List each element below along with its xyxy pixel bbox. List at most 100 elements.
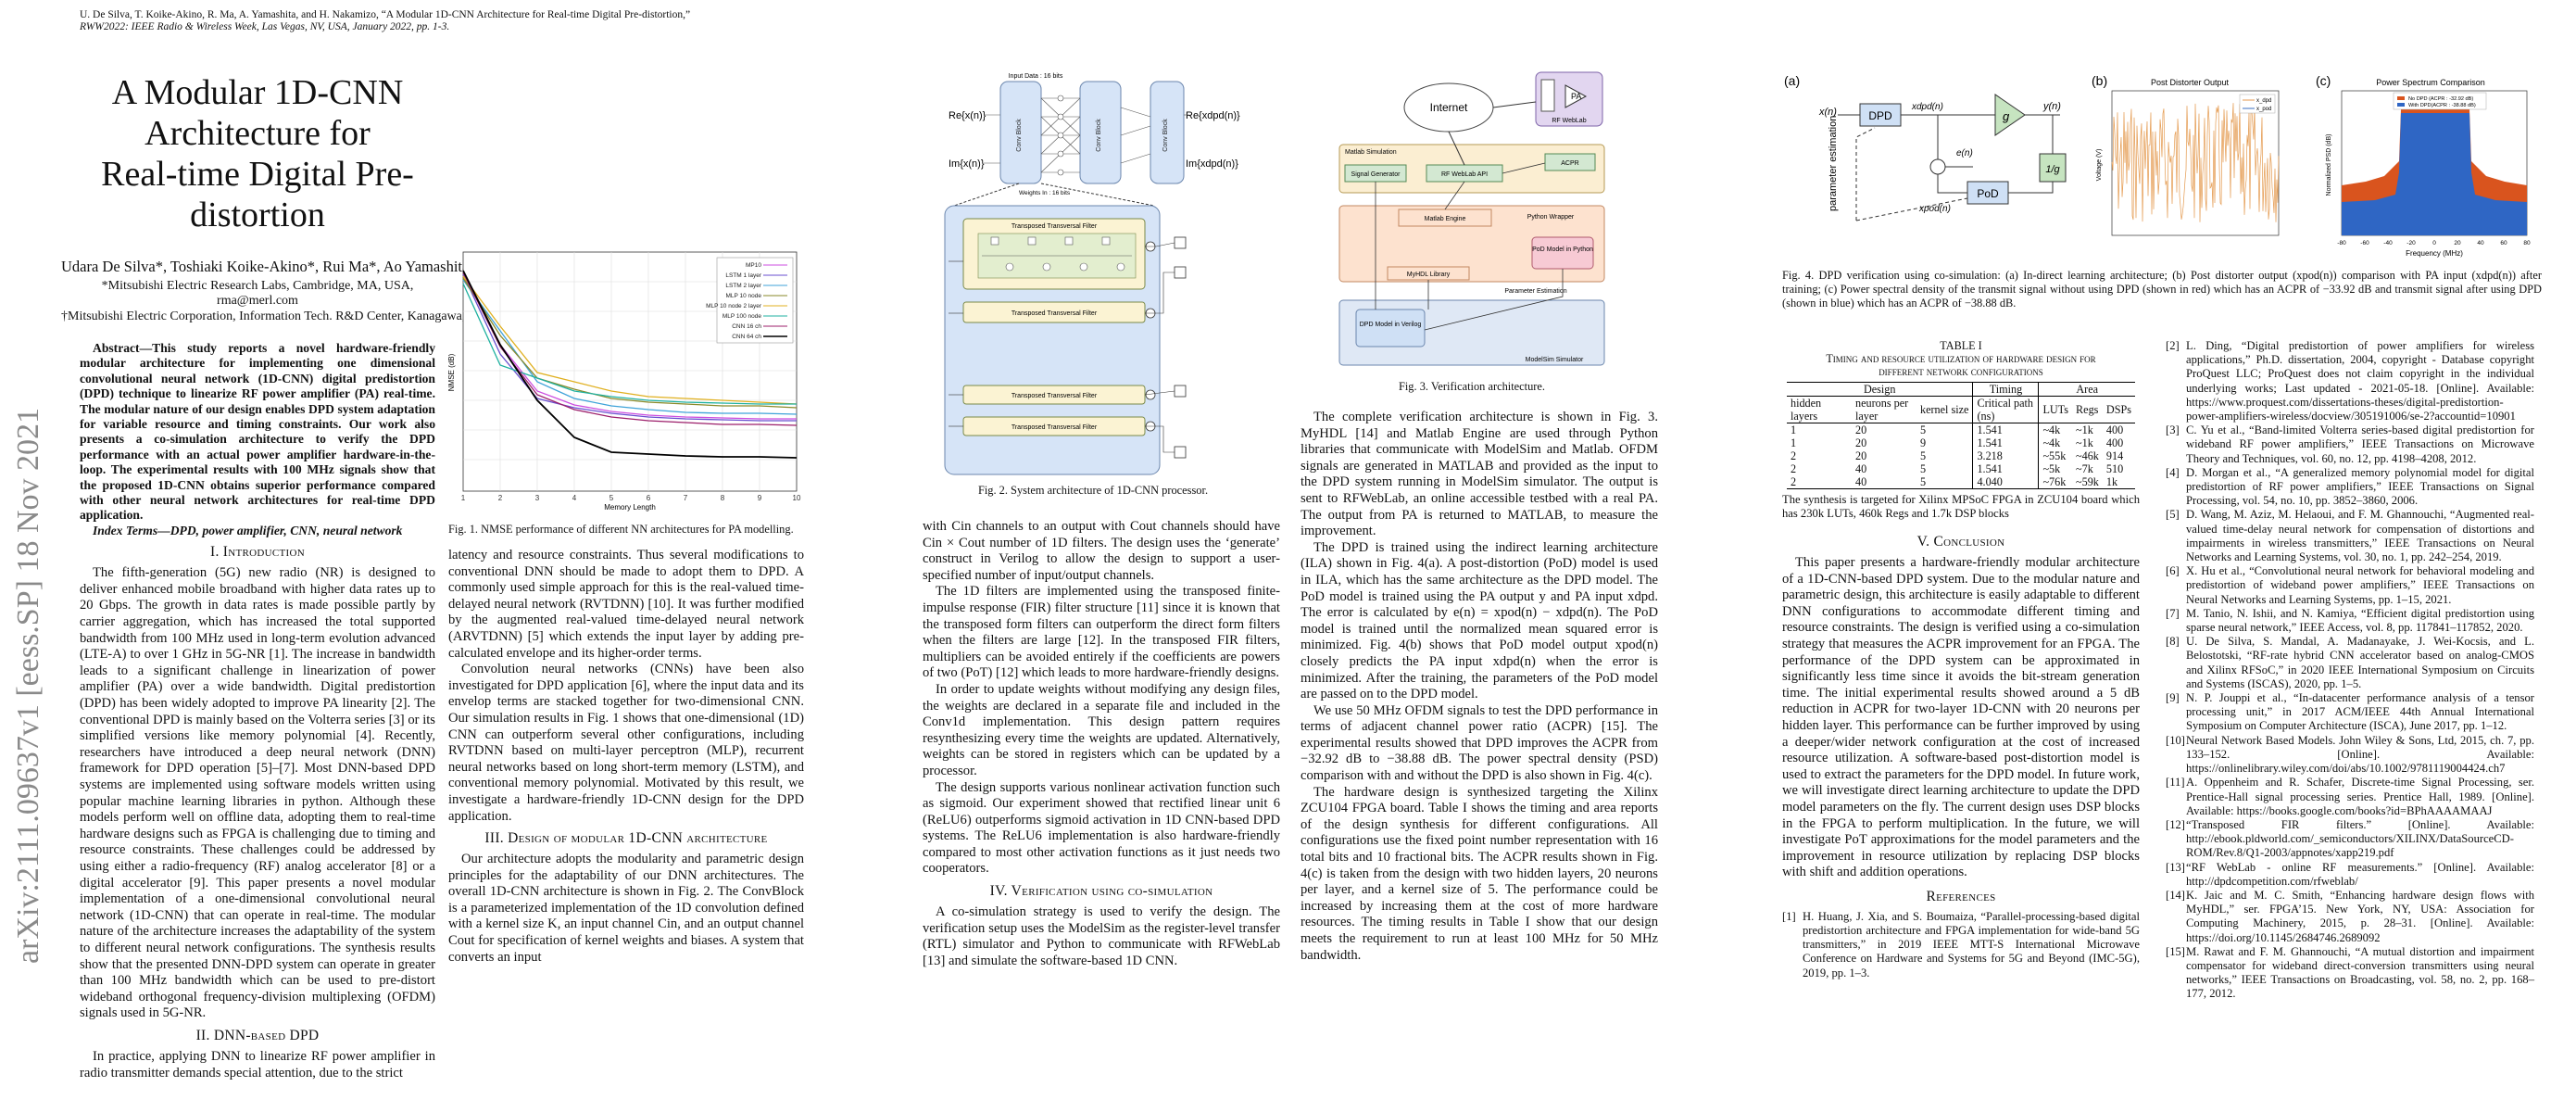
reference-number: [8] xyxy=(2166,635,2180,649)
table-header-cell: neurons per layer xyxy=(1854,397,1909,423)
reference-number: [15] xyxy=(2166,944,2185,958)
fig1-legend-item: MP10 xyxy=(746,262,761,269)
table-cell: ~7k xyxy=(2076,462,2093,475)
section-2-paragraph: In practice, applying DNN to linearize R… xyxy=(80,1048,435,1080)
col2-paragraph-1: latency and resource constraints. Thus s… xyxy=(448,548,804,661)
table-cell: 1.541 xyxy=(1972,423,2040,436)
reference-number: [5] xyxy=(2166,508,2180,522)
fig4-label-b: (b) xyxy=(2092,73,2107,88)
table-cell: 5 xyxy=(1916,423,1974,436)
table-cell: 5 xyxy=(1916,449,1974,462)
fig4-xtick-c: 20 xyxy=(2454,240,2461,246)
fig3-internet: Internet xyxy=(1430,101,1468,114)
fig1-legend-item: CNN 16 ch xyxy=(732,323,761,330)
fig4-xn: x(n) xyxy=(1818,107,1837,118)
table-cell: ~4k xyxy=(2042,423,2061,436)
fig3-caption-wrap: Fig. 3. Verification architecture. xyxy=(1338,380,1606,394)
fig4-xlabel-c: Frequency (MHz) xyxy=(2406,249,2463,258)
fig3-param-est: Parameter Estimation xyxy=(1504,288,1566,295)
fig3-modelsim: ModelSim Simulator xyxy=(1526,357,1584,363)
fig4-caption: Fig. 4. DPD verification using co-simula… xyxy=(1782,269,2542,310)
fig2-filter-label: Transposed Transversal Filter xyxy=(1012,424,1098,431)
paper-title: A Modular 1D-CNN Architecture for Real-t… xyxy=(80,72,435,235)
fig2-caption: Fig. 2. System architecture of 1D-CNN pr… xyxy=(977,484,1209,497)
table-cell: 2 xyxy=(1790,449,1797,462)
col3-paragraph-2: The 1D filters are implemented using the… xyxy=(923,584,1280,681)
reference-text: D. Morgan et al., “A generalized memory … xyxy=(2186,465,2534,508)
fig2-input-re: Re{x(n)} xyxy=(949,110,986,121)
table-cell: 400 xyxy=(2105,423,2124,436)
fig4-xtick-c: 80 xyxy=(2523,240,2531,246)
table-cell: 5 xyxy=(1916,475,1974,489)
fig2-filter-label: Transposed Transversal Filter xyxy=(1012,223,1098,230)
table-header-cell: Critical path (ns) xyxy=(1972,396,2040,423)
reference-number: [9] xyxy=(2166,691,2180,705)
table-cell: 4.040 xyxy=(1972,475,2040,489)
affiliation-2: †Mitsubishi Electric Corporation, Inform… xyxy=(61,310,498,323)
reference-number: [12] xyxy=(2166,817,2185,831)
reference-item: [6]X. Hu et al., “Convolutional neural n… xyxy=(2166,564,2534,607)
reference-number: [13] xyxy=(2166,860,2185,874)
reference-number: [10] xyxy=(2166,733,2185,747)
table-cell: 400 xyxy=(2105,436,2124,449)
reference-number: [4] xyxy=(2166,465,2180,479)
fig1-series-mlp10-2 xyxy=(462,275,798,405)
running-header: U. De Silva, T. Koike-Akino, R. Ma, A. Y… xyxy=(80,9,690,33)
column-4: The complete verification architecture i… xyxy=(1301,410,1658,964)
table-cell: ~59k xyxy=(2076,475,2099,488)
table-cell: 2 xyxy=(1790,462,1797,475)
reference-item: [5]D. Wang, M. Aziz, M. Helaoui, and F. … xyxy=(2166,508,2534,564)
fig2-filter-label: Transposed Transversal Filter xyxy=(1012,310,1098,317)
table-cell: 1.541 xyxy=(1972,436,2040,449)
fig4-title-c: Power Spectrum Comparison xyxy=(2376,78,2485,87)
reference-item: [8] U. De Silva, S. Mandal, A. Madanayake… xyxy=(2166,635,2534,691)
svg-text:8: 8 xyxy=(721,494,725,502)
fig4-param-est: parameter estimation xyxy=(1828,116,1839,211)
svg-text:9: 9 xyxy=(758,494,762,502)
section-2-title: II. DNN-based DPD xyxy=(195,1027,320,1043)
reference-number: [1] xyxy=(1782,909,1796,923)
fig4-caption-wrap: Fig. 4. DPD verification using co-simula… xyxy=(1782,269,2542,310)
table-cell: 510 xyxy=(2105,462,2124,475)
fig4-title-b: Post Distorter Output xyxy=(2151,78,2230,87)
fig4-legend-c-item: With DPD(ACPR : -38.88 dB) xyxy=(2408,103,2476,108)
header-line-1: U. De Silva, T. Koike-Akino, R. Ma, A. Y… xyxy=(80,9,691,20)
table-cell: 1.541 xyxy=(1972,462,2040,475)
table-label: TABLE I xyxy=(1940,339,1982,352)
fig1-series-lstm1 xyxy=(462,273,797,422)
col2-paragraph-3: Our architecture adopts the modularity a… xyxy=(448,852,804,965)
svg-text:4: 4 xyxy=(572,494,577,502)
col4-paragraph-1: The complete verification architecture i… xyxy=(1301,410,1658,539)
fig3-caption: Fig. 3. Verification architecture. xyxy=(1398,380,1546,393)
fig4-xtick-c: -80 xyxy=(2337,240,2346,246)
reference-item: [13]“RF WebLab - online RF measurements.… xyxy=(2166,861,2534,889)
svg-text:1: 1 xyxy=(461,494,466,502)
col5-paragraph-1: This paper presents a hardware-friendly … xyxy=(1782,555,2140,880)
fig1-series-cnn64 xyxy=(462,270,798,459)
table-header-cell: LUTs xyxy=(2042,403,2069,416)
section-5-title: V. Conclusion xyxy=(1916,534,2005,550)
reference-text: U. De Silva, S. Mandal, A. Madanayake, J… xyxy=(2186,635,2534,690)
table-cell: 1 xyxy=(1790,423,1797,436)
table-cell: 20 xyxy=(1854,436,1867,449)
reference-text: L. Ding, “Digital predistortion of power… xyxy=(2186,339,2534,423)
fig4-en: e(n) xyxy=(1956,148,1973,158)
fig3-acpr: ACPR xyxy=(1561,160,1578,167)
reference-number: [7] xyxy=(2166,606,2180,620)
table-cell: 2 xyxy=(1790,475,1797,488)
reference-item: [2]L. Ding, “Digital predistortion of po… xyxy=(2166,339,2534,423)
fig4-psd-with-dpd xyxy=(2342,113,2527,235)
table-cell: ~76k xyxy=(2042,475,2067,488)
table-header-cell: DSPs xyxy=(2105,403,2132,416)
svg-text:5: 5 xyxy=(609,494,614,502)
fig4-ylabel-c: Normalized PSD (dB) xyxy=(2326,134,2332,196)
abstract: Abstract—This study reports a novel hard… xyxy=(80,341,435,523)
reference-item: [11]A. Oppenheim and R. Schafer, Discret… xyxy=(2166,776,2534,818)
references-title: References xyxy=(1926,888,1996,904)
col4-paragraph-4: The hardware design is synthesized targe… xyxy=(1301,784,1658,963)
fig3-matlab-sim: Matlab Simulation xyxy=(1345,149,1397,156)
fig4-diagram-and-plots: (a) x(n) DPD xdpd(n) g y(n) 1/g PoD e(n)… xyxy=(1784,73,2531,258)
